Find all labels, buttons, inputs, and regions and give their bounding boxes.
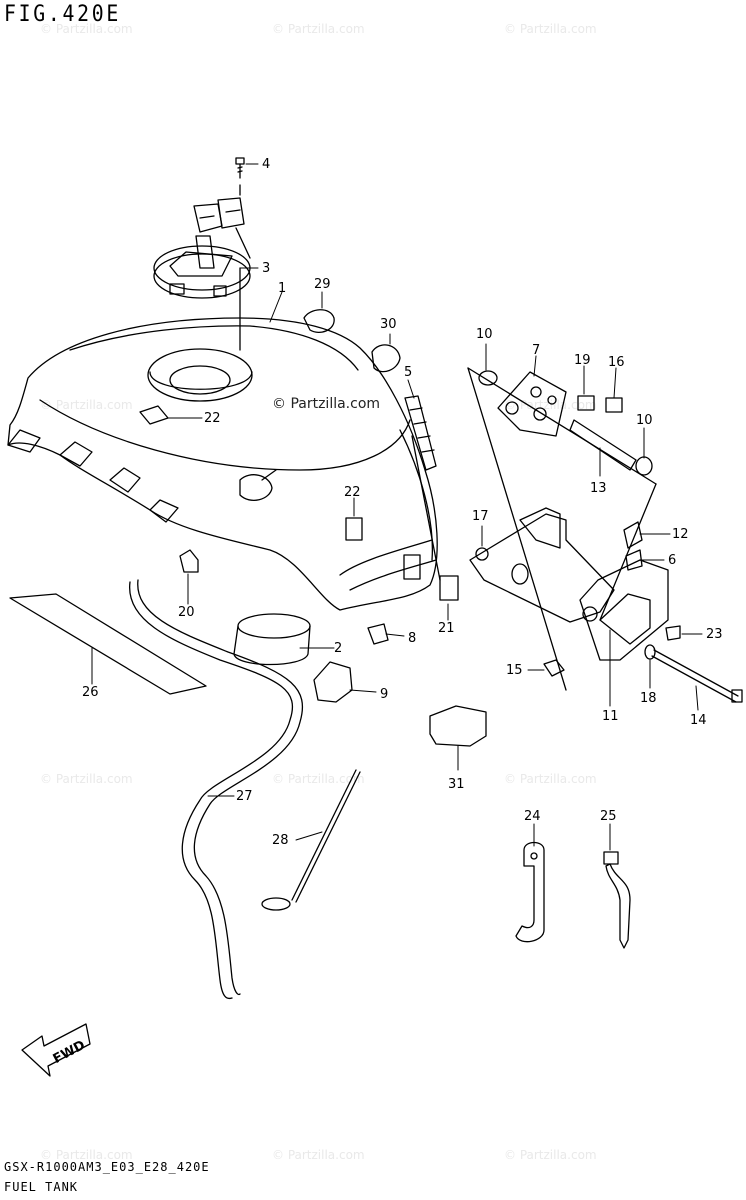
callout-6: 6 <box>668 553 676 568</box>
callout-29: 29 <box>314 277 331 292</box>
callout-24: 24 <box>524 809 541 824</box>
callout-28: 28 <box>272 833 289 848</box>
callout-12: 12 <box>672 527 689 542</box>
callout-30: 30 <box>380 317 397 332</box>
figure-title: FIG.420E <box>4 2 121 27</box>
callout-13: 13 <box>590 481 607 496</box>
watermark: © Partzilla.com <box>504 1148 597 1162</box>
callout-1: 1 <box>278 281 286 296</box>
part-2-sleeve <box>233 613 311 666</box>
callout-22: 22 <box>204 411 221 426</box>
part-26-foam-strip <box>9 593 207 695</box>
callout-2: 2 <box>334 641 342 656</box>
callout-19: 19 <box>574 353 591 368</box>
callout-26: 26 <box>82 685 99 700</box>
part-4-screw <box>235 157 245 196</box>
callout-17: 17 <box>472 509 489 524</box>
fwd-arrow: FWD <box>21 1023 91 1077</box>
part-9-bracket <box>313 661 353 703</box>
callout-15: 15 <box>506 663 523 678</box>
part-1-fuel-tank <box>7 317 441 611</box>
part-22-label <box>345 517 363 541</box>
part-31-pad <box>429 705 487 747</box>
watermark: © Partzilla.com <box>272 1148 365 1162</box>
callout-8: 8 <box>408 631 416 646</box>
section-name: FUEL TANK <box>4 1180 79 1194</box>
callout-20: 20 <box>178 605 195 620</box>
part-8-clip <box>367 623 389 645</box>
hinge-assembly <box>467 367 743 703</box>
part-24-bracket <box>515 841 545 943</box>
watermark: © Partzilla.com <box>504 398 597 412</box>
callout-18: 18 <box>640 691 657 706</box>
watermark: © Partzilla.com <box>272 772 365 786</box>
part-21-label <box>439 575 459 601</box>
part-22-label <box>139 405 169 425</box>
center-watermark: © Partzilla.com <box>272 396 381 412</box>
part-30-pad <box>371 344 401 373</box>
callout-10: 10 <box>636 413 653 428</box>
callout-4: 4 <box>262 157 270 172</box>
callout-16: 16 <box>608 355 625 370</box>
part-5-strip <box>404 395 437 471</box>
callout-25: 25 <box>600 809 617 824</box>
part-3-fuel-cap <box>153 197 251 351</box>
watermark: © Partzilla.com <box>40 1148 133 1162</box>
model-code: GSX-R1000AM3_E03_E28_420E <box>4 1160 210 1174</box>
watermark: © Partzilla.com <box>40 398 133 412</box>
watermark: © Partzilla.com <box>272 22 365 36</box>
callout-23: 23 <box>706 627 723 642</box>
watermark: © Partzilla.com <box>504 22 597 36</box>
callout-11: 11 <box>602 709 619 724</box>
part-28-rod <box>261 769 361 911</box>
callout-5: 5 <box>404 365 412 380</box>
callout-10: 10 <box>476 327 493 342</box>
callout-22: 22 <box>344 485 361 500</box>
callout-3: 3 <box>262 261 270 276</box>
leader-lines <box>91 163 703 851</box>
callout-9: 9 <box>380 687 388 702</box>
watermark: © Partzilla.com <box>40 22 133 36</box>
watermark: © Partzilla.com <box>504 772 597 786</box>
callout-31: 31 <box>448 777 465 792</box>
part-27-hose <box>129 579 304 1000</box>
part-20-clip <box>179 549 199 573</box>
callout-27: 27 <box>236 789 253 804</box>
callout-7: 7 <box>532 343 540 358</box>
callouts: 4 3 1 29 30 5 22 22 20 2 8 9 26 27 28 21… <box>82 157 723 848</box>
callout-14: 14 <box>690 713 707 728</box>
part-29-pad <box>303 309 335 333</box>
callout-21: 21 <box>438 621 455 636</box>
part-25-tie <box>603 851 631 949</box>
watermark: © Partzilla.com <box>40 772 133 786</box>
